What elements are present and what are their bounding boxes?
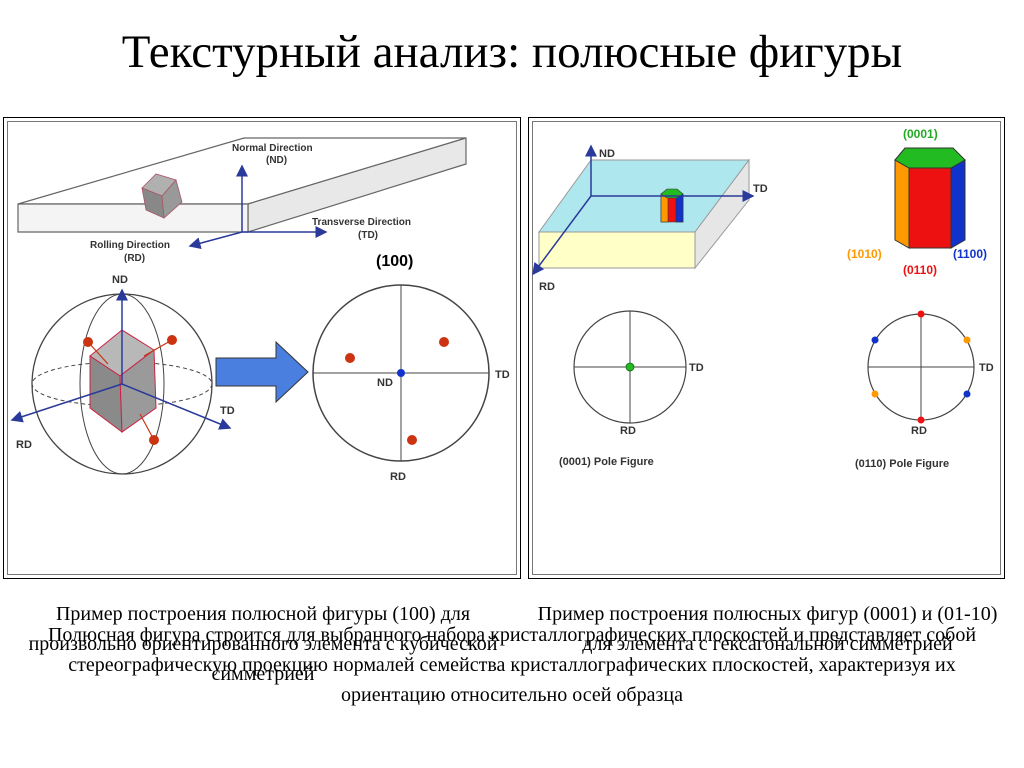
hexagonal-caption: Пример построения полюсных фигур (0001) … bbox=[537, 603, 998, 655]
prism-right-label: (1100) bbox=[953, 247, 987, 261]
pf-pole-3 bbox=[407, 435, 417, 445]
sphere-pole-2 bbox=[167, 335, 177, 345]
cubic-example-panel: Normal Direction (ND) Transverse Directi… bbox=[3, 117, 521, 685]
prism-front-label: (0110) bbox=[903, 263, 937, 277]
slab-cube bbox=[141, 173, 183, 219]
rd-abbr-label: (RD) bbox=[124, 253, 145, 264]
hexagonal-example-panel: ND TD RD (0001) (1010) (0110) (1100) TD … bbox=[528, 117, 1005, 655]
pf1-pole-0001 bbox=[625, 362, 635, 372]
pf2-caption: (0110) Pole Figure bbox=[855, 458, 949, 470]
pole-figure-title: (100) bbox=[376, 253, 413, 270]
pole-normal-2 bbox=[143, 339, 173, 357]
transverse-direction-label: Transverse Direction bbox=[312, 217, 411, 228]
sphere-nd-label: ND bbox=[112, 274, 128, 286]
block-rd-axis bbox=[532, 195, 592, 276]
cubic-figure: Normal Direction (ND) Transverse Directi… bbox=[10, 137, 510, 483]
hex-prism bbox=[894, 147, 966, 249]
pf1-caption: (0001) Pole Figure bbox=[559, 456, 654, 468]
page-title: Текстурный анализ: полюсные фигуры bbox=[121, 26, 903, 78]
td-abbr-label: (TD) bbox=[358, 230, 378, 241]
slab-rd-axis bbox=[188, 231, 243, 250]
sphere-rd-label: RD bbox=[16, 439, 32, 451]
pf2-pole-upper-right bbox=[963, 336, 971, 344]
pole-figure-0110 bbox=[867, 313, 975, 421]
pf2-td-label: TD bbox=[979, 362, 994, 374]
sphere-pole-1 bbox=[83, 337, 93, 347]
normal-direction-label: Normal Direction bbox=[232, 143, 313, 154]
description-paragraph: Полюсная фигура строится для выбранного … bbox=[47, 624, 977, 706]
pf1-rd-label: RD bbox=[620, 425, 636, 437]
pf2-pole-lower-left bbox=[871, 390, 879, 398]
panel-inner-frame bbox=[7, 121, 517, 575]
pf1-td-label: TD bbox=[689, 362, 704, 374]
block-rd-label: RD bbox=[539, 281, 555, 293]
sphere-pole-3 bbox=[149, 435, 159, 445]
pf-pole-1 bbox=[345, 353, 355, 363]
sample-slab bbox=[17, 137, 467, 233]
pf-td-label: TD bbox=[495, 369, 510, 381]
pf2-pole-upper-left bbox=[871, 336, 879, 344]
projection-arrow bbox=[215, 340, 309, 404]
block-td-label: TD bbox=[753, 183, 768, 195]
pf-center-point bbox=[397, 369, 405, 377]
pf2-pole-bottom bbox=[917, 416, 925, 424]
sphere-td-label: TD bbox=[220, 405, 235, 417]
pf2-pole-top bbox=[917, 310, 925, 318]
pf-rd-label: RD bbox=[390, 471, 406, 483]
panel-inner-frame bbox=[532, 121, 1001, 575]
prism-left-label: (1010) bbox=[847, 247, 882, 261]
cubic-caption: Пример построения полюсной фигуры (100) … bbox=[28, 603, 498, 685]
nd-abbr-label: (ND) bbox=[266, 155, 287, 166]
hexagonal-figure: ND TD RD (0001) (1010) (0110) (1100) TD … bbox=[532, 127, 994, 470]
block-nd-label: ND bbox=[599, 148, 615, 160]
block-hex-prism bbox=[660, 188, 684, 223]
pf2-pole-lower-right bbox=[963, 390, 971, 398]
pf-nd-label: ND bbox=[377, 377, 393, 389]
prism-top-label: (0001) bbox=[903, 127, 938, 141]
pf-pole-2 bbox=[439, 337, 449, 347]
pf2-rd-label: RD bbox=[911, 425, 927, 437]
sample-block bbox=[538, 158, 750, 270]
sphere-rd-axis bbox=[10, 383, 123, 423]
sphere-td-axis bbox=[121, 383, 232, 430]
rolling-direction-label: Rolling Direction bbox=[90, 240, 170, 251]
